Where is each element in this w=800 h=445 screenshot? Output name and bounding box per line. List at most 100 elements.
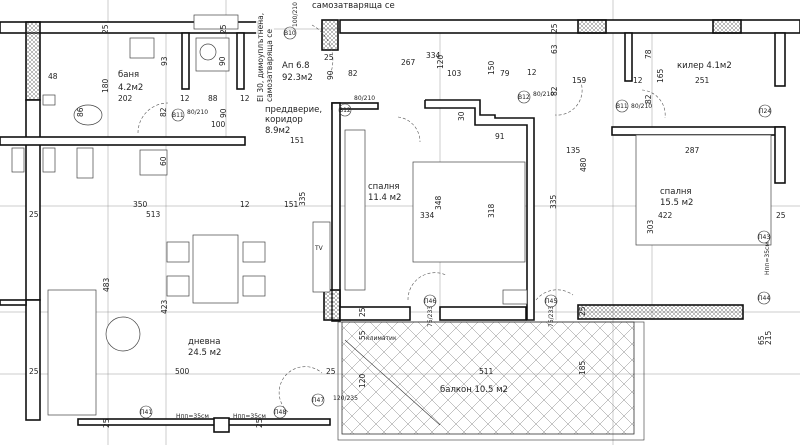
door-tag: В12 bbox=[338, 103, 352, 117]
door-swings bbox=[137, 24, 666, 413]
room-labels: баня 4.2м2 Ап 6.8 92.3м2 преддверие, кор… bbox=[118, 1, 732, 395]
plan-label: 135 bbox=[566, 146, 581, 155]
plan-label: 82 bbox=[550, 86, 559, 96]
plan-label: Нпп=35см bbox=[176, 413, 209, 420]
plan-label: 348 bbox=[434, 195, 443, 210]
plan-label: 90 bbox=[218, 56, 227, 66]
plan-label: 25 bbox=[550, 23, 559, 33]
plan-label: 78 bbox=[644, 49, 653, 59]
plan-label: 480 bbox=[579, 157, 588, 172]
plan-label: 334 bbox=[426, 51, 441, 60]
plan-label: В12 bbox=[518, 94, 530, 101]
plan-label: 202 bbox=[118, 94, 133, 103]
plan-label: 251 bbox=[695, 76, 710, 85]
plan-label: П41 bbox=[140, 409, 152, 416]
plan-label: 303 bbox=[646, 219, 655, 234]
plan-label: 100/210 bbox=[292, 2, 299, 27]
plan-label: 79 bbox=[500, 69, 510, 78]
ac-label: климатик bbox=[366, 335, 397, 342]
plan-label: 500 bbox=[175, 367, 190, 376]
plan-label: 318 bbox=[487, 203, 496, 218]
plan-label: 25 bbox=[326, 367, 336, 376]
door-tag: П24 bbox=[758, 104, 771, 118]
room-name-hall: преддверие, bbox=[265, 105, 322, 115]
door-tag: П41 bbox=[139, 405, 152, 419]
plan-label: 150 bbox=[487, 60, 496, 75]
plan-label: П48 bbox=[274, 409, 286, 416]
plan-label: 120 bbox=[436, 54, 445, 69]
plan-label: В12 bbox=[339, 107, 351, 114]
plan-label: 55 bbox=[358, 330, 367, 340]
room-name-living: дневна bbox=[188, 337, 220, 347]
plan-label: П24 bbox=[759, 108, 771, 115]
plan-label: 483 bbox=[102, 277, 111, 292]
door-tag: В11 bbox=[615, 99, 629, 113]
plan-label: 25 bbox=[29, 210, 39, 219]
plan-label: 82 bbox=[348, 69, 358, 78]
plan-label: 60 bbox=[159, 156, 168, 166]
plan-label: 185 bbox=[578, 360, 587, 375]
walls bbox=[0, 19, 800, 433]
tv-label: TV bbox=[314, 245, 324, 252]
furniture bbox=[11, 14, 772, 416]
plan-label: 65 bbox=[757, 335, 766, 345]
room-area-bedroom2: 15.5 м2 bbox=[660, 198, 693, 208]
plan-label: 151 bbox=[284, 200, 299, 209]
plan-label: 80/210 bbox=[631, 103, 652, 110]
apartment-number: Ап 6.8 bbox=[282, 61, 310, 71]
plan-label: 334 bbox=[420, 211, 435, 220]
plan-label: 25 bbox=[102, 418, 111, 428]
plan-label: П47 bbox=[312, 397, 324, 404]
door-sizes: 100/210 80/210 80/210 80/210 80/210 120/… bbox=[187, 2, 652, 402]
plan-label: 120/235 bbox=[333, 395, 358, 402]
door-tag: П46 bbox=[423, 294, 436, 308]
plan-label: 80/210 bbox=[187, 109, 208, 116]
plan-label: В10 bbox=[284, 30, 296, 37]
plan-label: 91 bbox=[495, 132, 505, 141]
plan-label: 82 bbox=[159, 107, 168, 117]
plan-label: 25 bbox=[101, 24, 110, 34]
door-tags: В10 В11 В12 В12 В11 П24 П43 П44 П41 П48 … bbox=[139, 26, 771, 419]
plan-label: 103 bbox=[447, 69, 462, 78]
plan-label: 165 bbox=[656, 68, 665, 83]
plan-label: П43 bbox=[758, 234, 770, 241]
plan-label: П44 bbox=[758, 295, 770, 302]
door-tag: В10 bbox=[283, 26, 297, 40]
plan-label: П46 bbox=[424, 298, 436, 305]
room-name-storage: килер 4.1м2 bbox=[677, 61, 732, 71]
plan-label: 25 bbox=[29, 367, 39, 376]
plan-label: 88 bbox=[208, 94, 218, 103]
door-tag: В12 bbox=[517, 90, 531, 104]
plan-label: 215 bbox=[764, 330, 773, 345]
entry-door-note: EI 30, димоуплътнена, самозатваряща се bbox=[256, 8, 274, 102]
plan-label: 267 bbox=[401, 58, 416, 67]
sill-notes: Нпп=35см Нпп=35см Нпп=35см bbox=[176, 242, 771, 420]
room-name-corridor: коридор bbox=[265, 115, 303, 125]
plan-label: 25 bbox=[324, 53, 334, 62]
balcony-floor bbox=[341, 321, 635, 435]
plan-label: 100 bbox=[211, 120, 226, 129]
plan-label: Нпп=35см bbox=[233, 413, 266, 420]
door-tag: П45 bbox=[544, 294, 557, 308]
plan-label: 75/233 bbox=[548, 306, 555, 327]
plan-label: 151 bbox=[290, 136, 305, 145]
plan-label: 75/233 bbox=[427, 306, 434, 327]
plan-label: 90 bbox=[219, 108, 228, 118]
apartment-area: 92.3м2 bbox=[282, 73, 313, 83]
plan-label: 25 bbox=[578, 306, 587, 316]
plan-label: 120 bbox=[358, 373, 367, 388]
room-area-living: 24.5 м2 bbox=[188, 348, 221, 358]
door-tag: П43 bbox=[757, 230, 770, 244]
top-note: самозатваряща се bbox=[312, 1, 395, 11]
plan-label: 335 bbox=[549, 194, 558, 209]
plan-label: В11 bbox=[616, 103, 628, 110]
dimension-labels: 25 25 48 180 202 93 90 12 88 12 86 82 90… bbox=[29, 23, 786, 428]
plan-label: 423 bbox=[160, 299, 169, 314]
door-tag: П44 bbox=[757, 291, 770, 305]
plan-label: 180 bbox=[101, 78, 110, 93]
plan-label: 90 bbox=[326, 70, 335, 80]
room-name-bathroom: баня bbox=[118, 70, 139, 80]
plan-label: 30 bbox=[457, 111, 466, 121]
room-area-hall: 8.9м2 bbox=[265, 126, 290, 136]
